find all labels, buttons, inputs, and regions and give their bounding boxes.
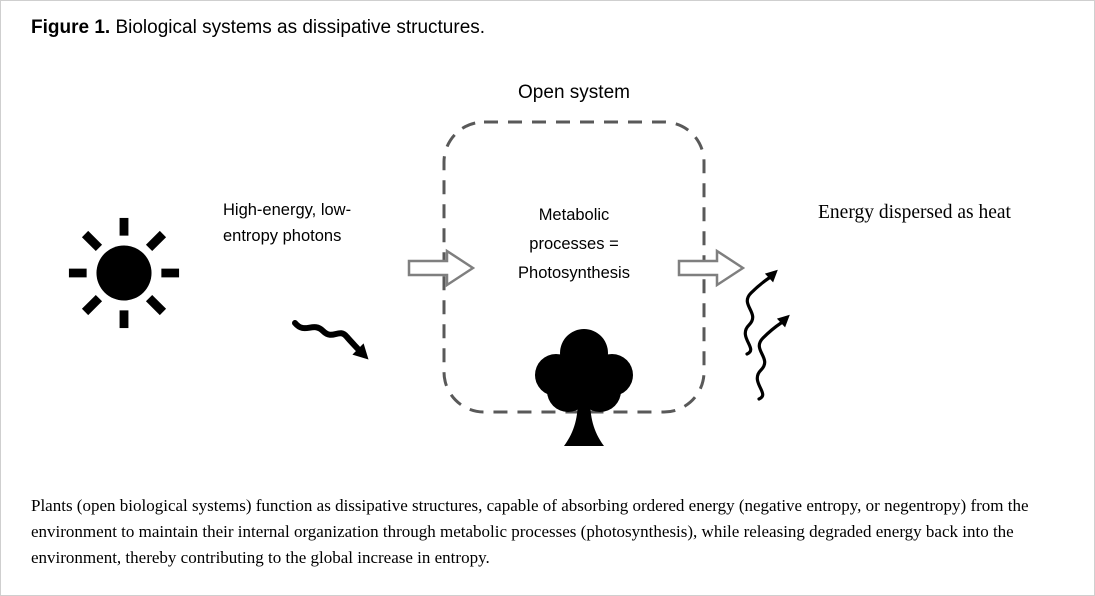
metabolic-label-line2: processes = [529,235,619,253]
figure-caption: Plants (open biological systems) functio… [31,496,1029,567]
open-system-label: Open system [518,82,630,103]
figure-title: Figure 1. Biological systems as dissipat… [31,16,485,41]
sun-icon [68,217,180,329]
figure-title-text: Biological systems as dissipative struct… [110,17,486,38]
metabolic-processes-label: Metabolic processes = Photosynthesis [445,201,703,288]
heat-dispersed-label: Energy dispersed as heat [818,202,1011,223]
photons-label-line1: High-energy, low- [223,201,352,219]
photons-label-line2: entropy photons [223,227,342,245]
metabolic-label-line1: Metabolic [538,206,610,224]
metabolic-label-line3: Photosynthesis [518,264,630,282]
wavy-arrows-up-right-icon [743,269,790,401]
tree-icon [535,329,633,446]
squiggly-arrow-down-right-icon [292,320,369,360]
block-arrow-right-output-icon [677,248,745,288]
photons-label: High-energy, low- entropy photons [223,197,383,249]
figure-label: Figure 1. [31,17,111,38]
block-arrow-right-input-icon [407,248,475,288]
